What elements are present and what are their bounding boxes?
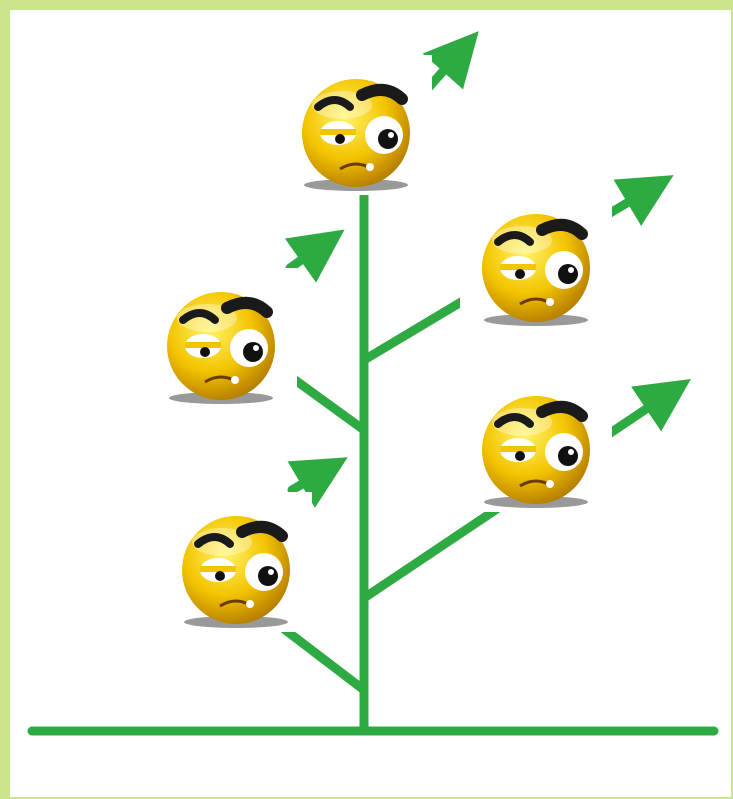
frowning-skeptical-smiley-icon [460, 372, 612, 512]
face-left-upper [145, 268, 297, 408]
face-top [280, 55, 432, 195]
frowning-skeptical-smiley-icon [160, 492, 312, 632]
face-right-upper [460, 190, 612, 330]
face-right-lower [460, 372, 612, 512]
frowning-skeptical-smiley-icon [280, 55, 432, 195]
frowning-skeptical-smiley-icon [145, 268, 297, 408]
face-left-lower [160, 492, 312, 632]
frowning-skeptical-smiley-icon [460, 190, 612, 330]
branch-left-lower-tip [292, 470, 326, 490]
branch-left-upper-tip [290, 244, 324, 268]
